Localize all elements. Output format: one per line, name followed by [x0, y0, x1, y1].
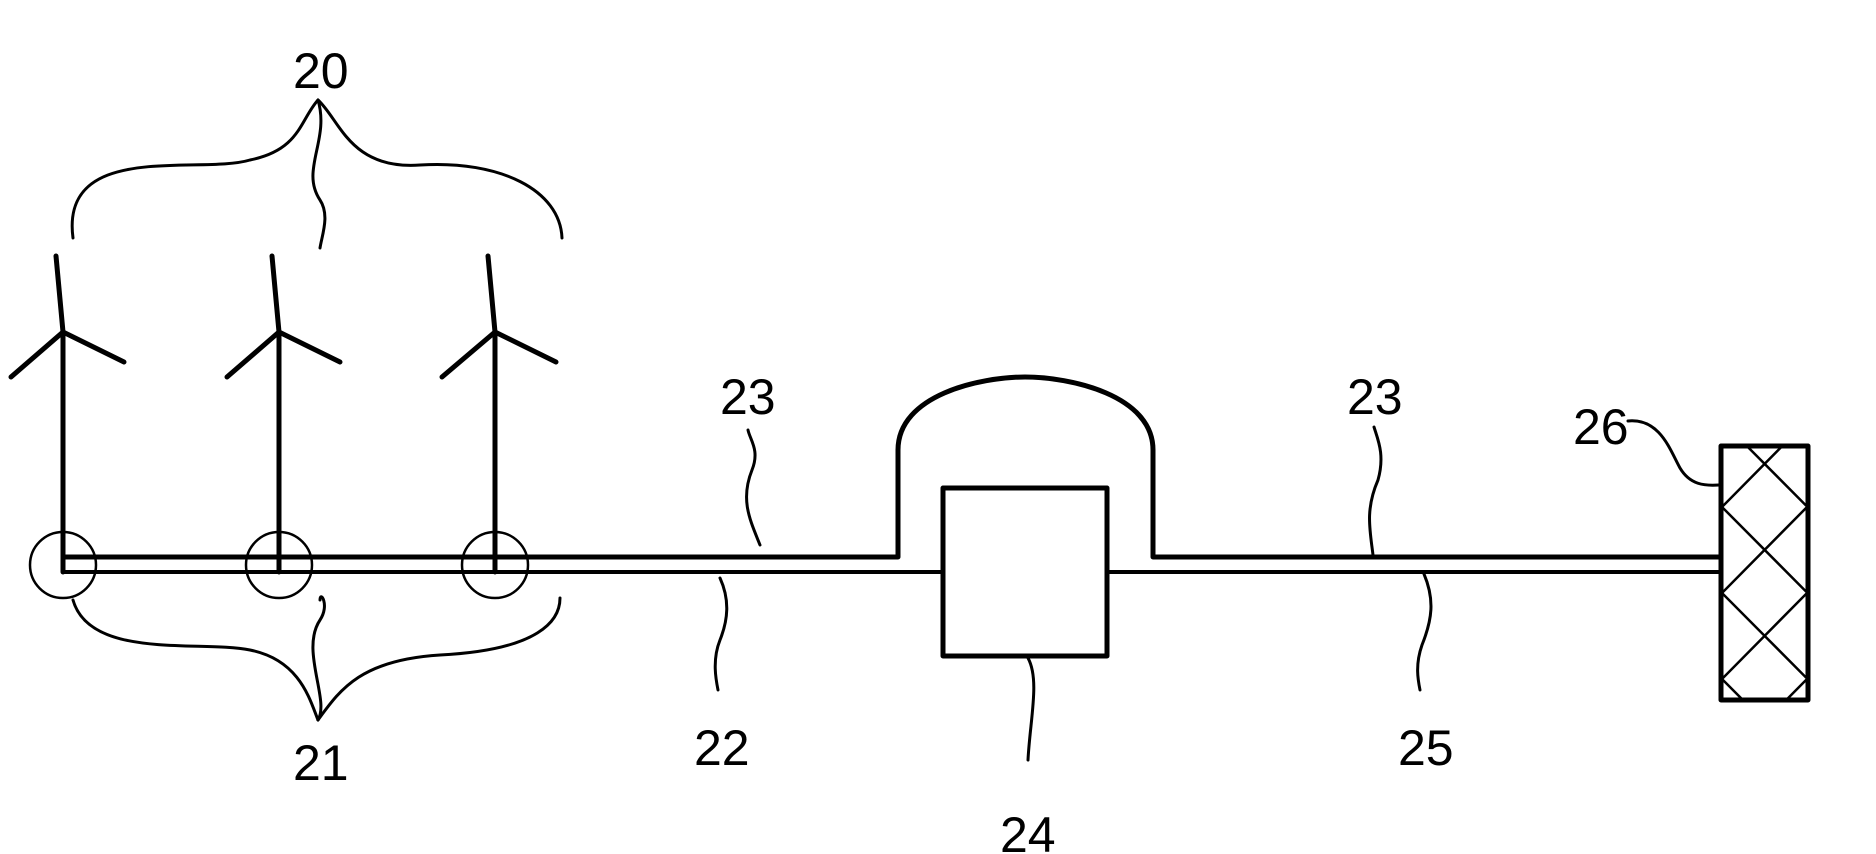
label-24: 24: [1000, 807, 1056, 854]
label-22: 22: [694, 720, 750, 776]
wind-turbine-2: [227, 256, 340, 572]
cable-23: [63, 377, 1721, 557]
label-23-right: 23: [1347, 369, 1403, 425]
wind-turbine-3: [442, 256, 556, 572]
grid-hatch-box: [1630, 334, 1876, 854]
substation-box: [943, 488, 1107, 656]
leader-lines: [72, 100, 1719, 760]
wind-turbine-1: [11, 256, 124, 572]
label-21: 21: [293, 735, 349, 791]
label-25: 25: [1398, 720, 1454, 776]
label-26: 26: [1573, 399, 1629, 455]
label-23-left: 23: [720, 369, 776, 425]
label-20: 20: [293, 43, 349, 99]
